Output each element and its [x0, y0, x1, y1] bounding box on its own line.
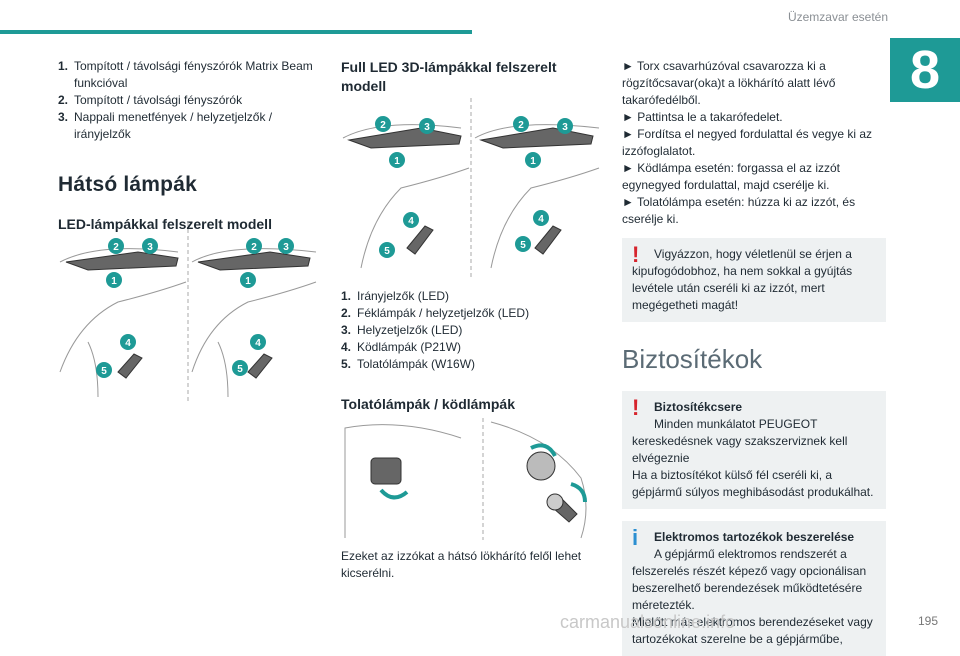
callout-2: 2: [113, 242, 119, 253]
svg-text:4: 4: [408, 216, 414, 227]
watermark: carmanualsonline.info: [560, 612, 736, 632]
callout-4: 4: [125, 338, 131, 349]
warning-text: Vigyázzon, hogy véletlenül se érjen a ki…: [632, 247, 853, 312]
chapter-number-tab: 8: [890, 38, 960, 102]
warning-icon: !: [632, 395, 640, 420]
fuse-warning-title: Biztosítékcsere: [654, 400, 743, 414]
list-item: 3.Helyzetjelzők (LED): [341, 323, 463, 337]
column-3: ► Torx csavarhúzóval csavarozza ki a rög…: [622, 58, 886, 656]
led-model-title: LED-lámpákkal felszerelt modell: [58, 216, 272, 232]
page-number: 195: [917, 614, 938, 628]
svg-text:1: 1: [530, 156, 536, 167]
reverse-fog-title: Tolatólámpák / ködlámpák: [341, 396, 516, 412]
step-list: ► Torx csavarhúzóval csavarozza ki a rög…: [622, 58, 886, 228]
fuse-warning-text: Minden munkálatot PEUGEOT kereskedésnek …: [632, 417, 848, 465]
list-item: 3.Nappali menetfények / helyzetjelzők / …: [58, 110, 273, 141]
warning-icon: !: [632, 242, 640, 267]
info-title: Elektromos tartozékok beszerelése: [654, 530, 855, 544]
svg-text:4: 4: [538, 214, 544, 225]
callout-5: 5: [237, 364, 243, 375]
exhaust-warning-box: ! Vigyázzon, hogy véletlenül se érjen a …: [622, 238, 886, 322]
section-title-rear-lamps: Hátsó lámpák: [58, 173, 197, 196]
svg-text:5: 5: [520, 240, 526, 251]
callout-2: 2: [251, 242, 257, 253]
callout-3: 3: [147, 242, 153, 253]
list-item: 5.Tolatólámpák (W16W): [341, 357, 476, 371]
fuse-warning-box: ! Biztosítékcsere Minden munkálatot PEUG…: [622, 391, 886, 509]
column-1: 1.Tompított / távolsági fényszórók Matri…: [58, 58, 328, 234]
headlamp-list: 1.Tompított / távolsági fényszórók Matri…: [58, 58, 328, 143]
callout-1: 1: [245, 276, 251, 287]
fuse-warning-text-2: Ha a biztosítékot külső fél cseréli ki, …: [632, 468, 874, 499]
list-item: 4.Ködlámpák (P21W): [341, 340, 462, 354]
svg-text:2: 2: [518, 120, 524, 131]
step-item: ► Pattintsa le a takarófedelet.: [622, 110, 783, 124]
chapter-header-title: Üzemzavar esetén: [787, 10, 888, 24]
callout-1: 1: [111, 276, 117, 287]
svg-text:2: 2: [380, 120, 386, 131]
step-item: ► Torx csavarhúzóval csavarozza ki a rög…: [622, 59, 836, 107]
step-item: ► Tolatólámpa esetén: húzza ki az izzót,…: [622, 195, 856, 226]
info-text: A gépjármű elektromos rendszerét a felsz…: [632, 547, 867, 612]
reverse-fog-replace-note: Ezeket az izzókat a hátsó lökhárító felő…: [341, 549, 582, 580]
list-item: 2.Tompított / távolsági fényszórók: [58, 93, 243, 107]
svg-text:3: 3: [424, 122, 430, 133]
callout-4: 4: [255, 338, 261, 349]
svg-text:5: 5: [384, 246, 390, 257]
info-icon: i: [632, 525, 639, 550]
accessory-info-box: i Elektromos tartozékok beszerelése A gé…: [622, 521, 886, 656]
list-item: 1.Irányjelzők (LED): [341, 289, 450, 303]
svg-text:1: 1: [394, 156, 400, 167]
rear-lamps-led-illustration: 2 3 1 4 5 2 3 1 4 5: [59, 222, 317, 402]
column-2: Full LED 3D-lámpákkal felszerelt modell: [341, 58, 603, 96]
callout-3: 3: [283, 242, 289, 253]
step-item: ► Fordítsa el negyed fordulattal és vegy…: [622, 127, 873, 158]
bulb-replacement-illustration: [344, 418, 587, 540]
callout-5: 5: [101, 366, 107, 377]
full-led-title: Full LED 3D-lámpákkal felszerelt modell: [341, 59, 557, 94]
header-accent-bar: [0, 30, 472, 34]
rear-lamps-full-led-illustration: 2 3 1 4 5 2 3 1 4 5: [342, 98, 600, 278]
list-item: 1.Tompított / távolsági fényszórók Matri…: [58, 59, 313, 90]
step-item: ► Ködlámpa esetén: forgassa el az izzót …: [622, 161, 840, 192]
list-item: 2.Féklámpák / helyzetjelzők (LED): [341, 306, 530, 320]
section-title-fuses: Biztosítékok: [622, 344, 763, 374]
svg-text:3: 3: [562, 122, 568, 133]
lamp-legend: 1.Irányjelzők (LED) 2.Féklámpák / helyze…: [341, 288, 603, 414]
